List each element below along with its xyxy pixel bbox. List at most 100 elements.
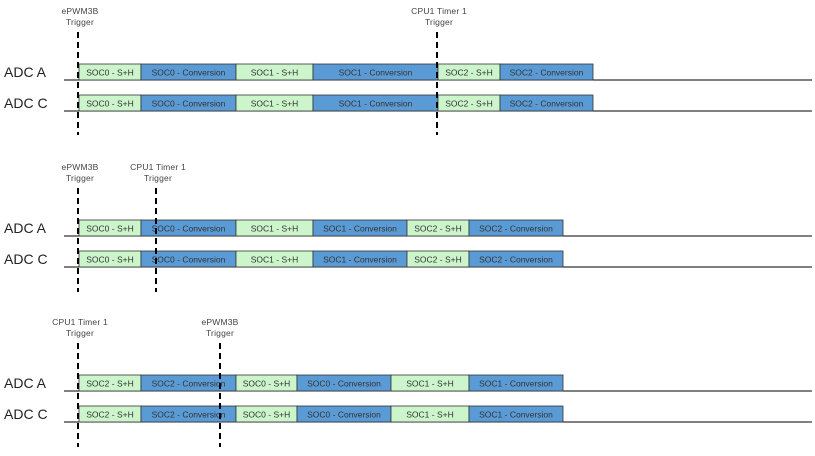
sample-hold-block: SOC1 - S+H: [235, 63, 314, 81]
block-label: SOC0 - S+H: [86, 68, 133, 78]
sample-hold-block: SOC1 - S+H: [235, 250, 314, 268]
sample-hold-block: SOC1 - S+H: [390, 374, 470, 392]
lane-label: ADC C: [4, 251, 48, 267]
block-label: SOC0 - S+H: [86, 99, 133, 109]
lane-label: ADC A: [4, 220, 47, 236]
sample-hold-block: SOC2 - S+H: [78, 374, 142, 392]
sample-hold-block: SOC1 - S+H: [390, 405, 470, 423]
conversion-block: SOC1 - Conversion: [312, 94, 439, 112]
block-label: SOC0 - S+H: [243, 379, 290, 389]
conversion-block: SOC1 - Conversion: [312, 219, 408, 237]
adc-lane: ADC C SOC2 - S+H SOC2 - Conversion SOC0 - S…: [4, 405, 812, 423]
block-label: SOC1 - S+H: [406, 379, 453, 389]
block-label: SOC1 - S+H: [251, 255, 298, 265]
block-rect: [499, 94, 594, 112]
trigger-caption: Trigger: [66, 328, 94, 338]
adc-lane: ADC A SOC2 - S+H SOC2 - Conversion SOC0 - S…: [4, 374, 812, 392]
sample-hold-block: SOC2 - S+H: [406, 250, 470, 268]
lane-label: ADC C: [4, 95, 48, 111]
lane-label: ADC A: [4, 375, 47, 391]
sample-hold-block: SOC0 - S+H: [78, 219, 142, 237]
block-label: SOC2 - S+H: [414, 224, 461, 234]
block-label: SOC2 - Conversion: [510, 68, 584, 78]
conversion-block: SOC2 - Conversion: [468, 219, 564, 237]
block-label: SOC1 - Conversion: [339, 68, 413, 78]
block-label: SOC1 - Conversion: [339, 99, 413, 109]
block-rect: [468, 219, 564, 237]
lane-label: ADC A: [4, 64, 47, 80]
block-label: SOC0 - S+H: [86, 224, 133, 234]
conversion-block: SOC2 - Conversion: [499, 94, 594, 112]
sample-hold-block: SOC1 - S+H: [235, 219, 314, 237]
conversion-block: SOC1 - Conversion: [312, 250, 408, 268]
sample-hold-block: SOC0 - S+H: [78, 63, 142, 81]
block-label: SOC2 - Conversion: [510, 99, 584, 109]
sample-hold-block: SOC0 - S+H: [235, 405, 298, 423]
conversion-block: SOC1 - Conversion: [312, 63, 439, 81]
block-label: SOC1 - Conversion: [323, 255, 397, 265]
block-label: SOC1 - S+H: [406, 410, 453, 420]
trigger-source-label: ePWM3B: [61, 6, 98, 16]
block-label: SOC0 - S+H: [86, 255, 133, 265]
block-label: SOC2 - Conversion: [479, 224, 553, 234]
block-label: SOC1 - S+H: [251, 68, 298, 78]
block-label: SOC2 - S+H: [445, 99, 492, 109]
block-label: SOC2 - S+H: [86, 379, 133, 389]
block-label: SOC0 - Conversion: [307, 379, 381, 389]
conversion-block: SOC2 - Conversion: [140, 405, 237, 423]
sample-hold-block: SOC2 - S+H: [406, 219, 470, 237]
trigger-caption: Trigger: [144, 173, 172, 183]
conversion-block: SOC1 - Conversion: [468, 374, 564, 392]
trigger-caption: Trigger: [66, 173, 94, 183]
trigger-source-label: CPU1 Timer 1: [411, 6, 467, 16]
adc-lane: ADC C SOC0 - S+H SOC0 - Conversion SOC1 - S…: [4, 94, 812, 112]
block-label: SOC0 - Conversion: [152, 68, 226, 78]
sample-hold-block: SOC0 - S+H: [235, 374, 298, 392]
sample-hold-block: SOC2 - S+H: [78, 405, 142, 423]
block-label: SOC2 - Conversion: [152, 410, 226, 420]
block-label: SOC1 - Conversion: [323, 224, 397, 234]
block-label: SOC0 - S+H: [243, 410, 290, 420]
adc-lane: ADC A SOC0 - S+H SOC0 - Conversion SOC1 - S…: [4, 219, 812, 237]
trigger-source-label: CPU1 Timer 1: [52, 317, 108, 327]
conversion-block: SOC2 - Conversion: [499, 63, 594, 81]
conversion-block: SOC0 - Conversion: [140, 94, 237, 112]
trigger-source-label: ePWM3B: [201, 317, 238, 327]
block-label: SOC2 - S+H: [414, 255, 461, 265]
block-label: SOC1 - Conversion: [479, 379, 553, 389]
block-label: SOC1 - S+H: [251, 224, 298, 234]
block-rect: [499, 63, 594, 81]
block-label: SOC0 - Conversion: [307, 410, 381, 420]
block-rect: [468, 250, 564, 268]
block-label: SOC2 - Conversion: [152, 379, 226, 389]
block-label: SOC2 - Conversion: [479, 255, 553, 265]
sample-hold-block: SOC0 - S+H: [78, 94, 142, 112]
conversion-block: SOC2 - Conversion: [468, 250, 564, 268]
lane-label: ADC C: [4, 406, 48, 422]
trigger-caption: Trigger: [206, 328, 234, 338]
block-label: SOC0 - Conversion: [152, 224, 226, 234]
conversion-block: SOC0 - Conversion: [140, 63, 237, 81]
block-label: SOC1 - Conversion: [479, 410, 553, 420]
conversion-block: SOC1 - Conversion: [468, 405, 564, 423]
conversion-block: SOC0 - Conversion: [296, 405, 392, 423]
block-rect: [468, 374, 564, 392]
sample-hold-block: SOC1 - S+H: [235, 94, 314, 112]
adc-lane: ADC A SOC0 - S+H SOC0 - Conversion SOC1 - S…: [4, 63, 812, 81]
sample-hold-block: SOC2 - S+H: [437, 94, 501, 112]
block-label: SOC1 - S+H: [251, 99, 298, 109]
trigger-caption: Trigger: [66, 17, 94, 27]
conversion-block: SOC0 - Conversion: [296, 374, 392, 392]
sample-hold-block: SOC0 - S+H: [78, 250, 142, 268]
trigger-caption: Trigger: [425, 17, 453, 27]
